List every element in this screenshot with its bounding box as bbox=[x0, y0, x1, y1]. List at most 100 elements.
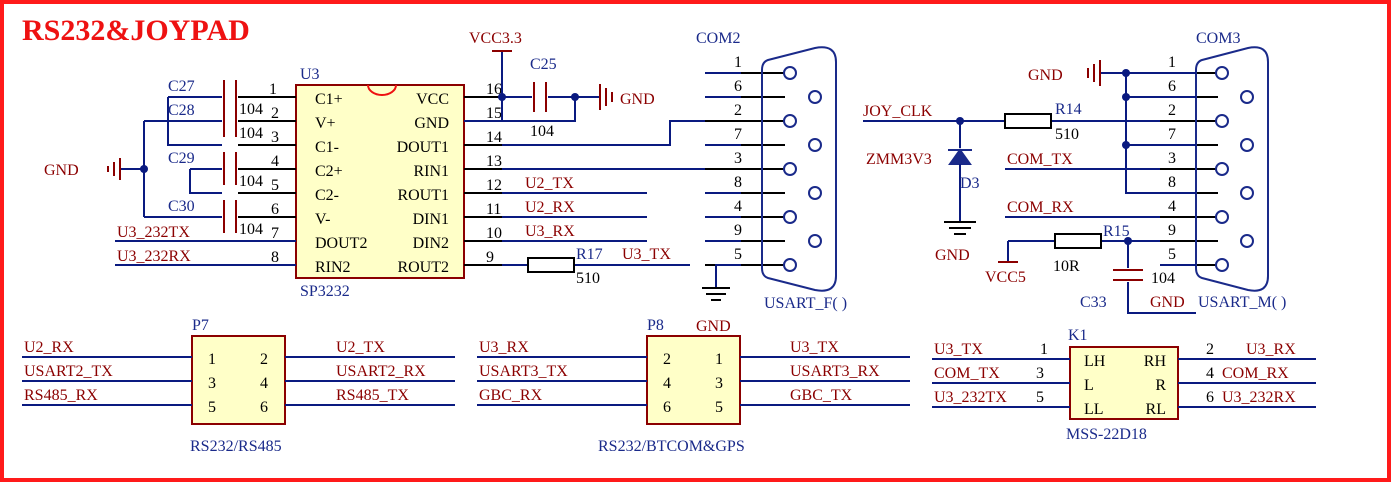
p8-pin: 5 bbox=[715, 399, 723, 416]
r17-value: 510 bbox=[576, 270, 600, 287]
r15-ref: R15 bbox=[1103, 223, 1130, 240]
com2-label: USART_F( ) bbox=[764, 295, 847, 312]
net-u2-tx: U2_TX bbox=[525, 175, 574, 192]
com3-connector bbox=[1087, 46, 1269, 292]
gnd-label-com3: GND bbox=[1150, 294, 1185, 311]
c30-value: 104 bbox=[239, 221, 263, 238]
r15-value: 10R bbox=[1053, 258, 1080, 275]
k1-pin: 4 bbox=[1206, 365, 1214, 382]
u3-pin-name: DOUT1 bbox=[397, 139, 449, 156]
net-u3-tx: U3_TX bbox=[622, 246, 671, 263]
r17-ref: R17 bbox=[576, 246, 603, 263]
u3-part: SP3232 bbox=[300, 283, 350, 300]
c25-value: 104 bbox=[530, 123, 554, 140]
u3-pin-name: DIN1 bbox=[413, 211, 449, 228]
k1-contact: L bbox=[1084, 377, 1094, 394]
p8-right-net: USART3_RX bbox=[790, 363, 880, 380]
k1-switch bbox=[932, 346, 1316, 420]
joy-clk-circuit bbox=[863, 113, 1196, 235]
k1-contact: LH bbox=[1084, 353, 1106, 370]
k1-right-net: U3_232RX bbox=[1222, 389, 1296, 406]
k1-left-net: U3_TX bbox=[934, 341, 983, 358]
net-com-rx: COM_RX bbox=[1007, 199, 1074, 216]
com2-pin: 7 bbox=[734, 126, 742, 143]
c30-ref: C30 bbox=[168, 198, 195, 215]
p8-left-net: USART3_TX bbox=[479, 363, 568, 380]
p7-header bbox=[22, 335, 455, 425]
k1-right-net: COM_RX bbox=[1222, 365, 1289, 382]
p8-pin: 1 bbox=[715, 351, 723, 368]
com3-pin: 5 bbox=[1168, 246, 1176, 263]
p8-pin: 3 bbox=[715, 375, 723, 392]
com2-pin: 8 bbox=[734, 174, 742, 191]
u3-pin-name: DOUT2 bbox=[315, 235, 367, 252]
u3-pin-name: GND bbox=[414, 115, 449, 132]
p7-pin: 5 bbox=[208, 399, 216, 416]
com2-connector bbox=[702, 46, 837, 301]
com2-pin: 3 bbox=[734, 150, 742, 167]
k1-left-net: U3_232TX bbox=[934, 389, 1007, 406]
net-u2-rx: U2_RX bbox=[525, 199, 575, 216]
u3-pin-name: V+ bbox=[315, 115, 336, 132]
u3-pin-num: 2 bbox=[271, 105, 279, 122]
p7-right-net: USART2_RX bbox=[336, 363, 426, 380]
r14-value: 510 bbox=[1055, 126, 1079, 143]
u3-notch bbox=[367, 84, 397, 96]
p7-left-net: RS485_RX bbox=[24, 387, 98, 404]
net-u3-232tx: U3_232TX bbox=[117, 224, 190, 241]
net-u3-232rx: U3_232RX bbox=[117, 248, 191, 265]
u3-pin-num: 5 bbox=[271, 177, 279, 194]
u3-pin-num: 14 bbox=[486, 129, 502, 146]
p8-pin: 4 bbox=[663, 375, 671, 392]
k1-contact: LL bbox=[1084, 401, 1104, 418]
u3-pin-num: 8 bbox=[271, 249, 279, 266]
p8-left-net: U3_RX bbox=[479, 339, 529, 356]
p8-name: RS232/BTCOM&GPS bbox=[598, 438, 745, 455]
com2-pin: 9 bbox=[734, 222, 742, 239]
p7-pin: 6 bbox=[260, 399, 268, 416]
gnd-label-left: GND bbox=[44, 162, 79, 179]
com3-pin: 2 bbox=[1168, 102, 1176, 119]
com2-ref: COM2 bbox=[696, 30, 740, 47]
com3-pin: 7 bbox=[1168, 126, 1176, 143]
p8-left-net: GBC_RX bbox=[479, 387, 543, 404]
com3-pin: 4 bbox=[1168, 198, 1176, 215]
com2-pin: 5 bbox=[734, 246, 742, 263]
k1-contact: RL bbox=[1146, 401, 1166, 418]
u3-pin-num: 15 bbox=[486, 105, 502, 122]
c27-value: 104 bbox=[239, 101, 263, 118]
u3-pin-num: 11 bbox=[486, 201, 501, 218]
k1-contact: R bbox=[1155, 377, 1166, 394]
r15-c33-circuit bbox=[998, 233, 1196, 314]
u3-pin-num: 10 bbox=[486, 225, 502, 242]
k1-pin: 3 bbox=[1036, 365, 1044, 382]
com3-pin: 9 bbox=[1168, 222, 1176, 239]
u3-pin-num: 3 bbox=[271, 129, 279, 146]
p7-pin: 4 bbox=[260, 375, 268, 392]
p7-left-net: USART2_TX bbox=[24, 363, 113, 380]
p7-left-net: U2_RX bbox=[24, 339, 74, 356]
k1-pin: 6 bbox=[1206, 389, 1214, 406]
net-com-tx: COM_TX bbox=[1007, 151, 1073, 168]
com2-pin: 4 bbox=[734, 198, 742, 215]
u3-pin-name: C1+ bbox=[315, 91, 343, 108]
c28-value: 104 bbox=[239, 125, 263, 142]
p8-right-net: U3_TX bbox=[790, 339, 839, 356]
com3-pin: 6 bbox=[1168, 78, 1176, 95]
u3-pin-num: 4 bbox=[271, 153, 279, 170]
u3-pin-name: DIN2 bbox=[413, 235, 449, 252]
r14-ref: R14 bbox=[1055, 101, 1082, 118]
k1-pin: 1 bbox=[1040, 341, 1048, 358]
u3-pin-name: VCC bbox=[416, 91, 449, 108]
c25-ref: C25 bbox=[530, 56, 557, 73]
k1-ref: K1 bbox=[1068, 327, 1088, 344]
net-u3-rx: U3_RX bbox=[525, 223, 575, 240]
com2-pin: 6 bbox=[734, 78, 742, 95]
gnd-label-com2: GND bbox=[696, 318, 731, 335]
gnd-label-com3-top: GND bbox=[1028, 67, 1063, 84]
c29-ref: C29 bbox=[168, 150, 195, 167]
com3-pin: 3 bbox=[1168, 150, 1176, 167]
u3-pin-name: C1- bbox=[315, 139, 339, 156]
k1-right-net: U3_RX bbox=[1246, 341, 1296, 358]
